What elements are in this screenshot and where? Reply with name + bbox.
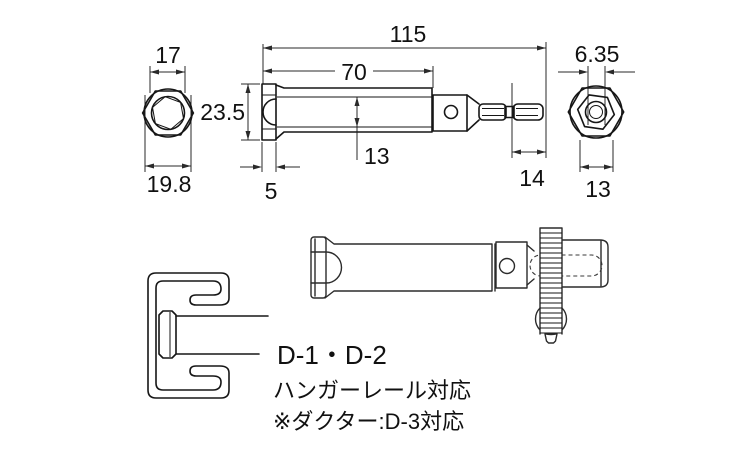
side-extension-lines	[241, 42, 547, 172]
dim-label-shank-hex: 6.35	[575, 41, 620, 67]
dim-label-lip: 5	[265, 178, 278, 204]
bit-end-inner-hex	[576, 94, 616, 130]
caption-hanger-rail: ハンガーレール対応	[273, 378, 471, 403]
arrowhead	[424, 68, 433, 74]
bit-end-bore-circle	[589, 105, 603, 119]
front-left-extension-lines	[144, 66, 192, 172]
t-bolt-shaft-lines	[175, 315, 269, 355]
persp-shank-block	[561, 239, 609, 288]
socket-chamfer-circle	[150, 95, 186, 131]
caption-ducter-note: ※ダクター:D-3対応	[273, 409, 464, 434]
persp-body	[324, 236, 496, 299]
dim-label-socket-13: 13	[585, 176, 611, 202]
dim-label-head-dia: 23.5	[200, 99, 245, 125]
arrowhead	[605, 69, 614, 75]
hex-shank-facets	[482, 108, 504, 116]
arrowhead	[145, 163, 154, 169]
dim-label-body-length: 70	[341, 59, 367, 85]
tool-body-bore-lines	[277, 96, 432, 128]
dim-label-bit-tip: 14	[519, 165, 545, 191]
bit-end-outer-circle	[569, 85, 623, 139]
front-view-left: 17 19.8	[141, 42, 195, 197]
tool-body-side	[275, 84, 433, 140]
dim-label-bore: 13	[364, 143, 390, 169]
bit-end-outer-hex	[567, 87, 625, 137]
arrowhead	[253, 164, 262, 170]
dim-label-overall-length: 115	[390, 21, 427, 47]
arrowhead	[512, 149, 521, 155]
socket-dome-arc	[262, 98, 277, 126]
hanger-rail-profile	[147, 272, 230, 399]
caption: D-1・D-2 ハンガーレール対応 ※ダクター:D-3対応	[273, 340, 471, 434]
socket-head-chamfer-lines	[262, 94, 276, 130]
arrowhead	[182, 163, 191, 169]
dim-label-outer-dia: 19.8	[147, 171, 192, 197]
socket-outer-circle	[143, 88, 193, 138]
arrowhead	[263, 68, 272, 74]
persp-rod-threads	[540, 232, 562, 334]
detent-hole	[443, 104, 459, 120]
persp-head-detail	[310, 238, 327, 297]
socket-outer-hex	[141, 90, 195, 136]
hex-shank-tip-facets	[516, 108, 538, 116]
socket-inner-hex	[151, 96, 185, 130]
shank-taper	[466, 94, 480, 132]
persp-detent-hole	[498, 257, 516, 275]
arrowhead	[537, 45, 546, 51]
persp-threaded-rod	[539, 227, 563, 335]
hex-shank-segment	[478, 103, 507, 121]
perspective-view	[310, 227, 609, 344]
socket-head-side	[261, 83, 277, 141]
arrowhead	[354, 118, 360, 127]
persp-taper	[526, 244, 535, 286]
hex-shank-tip	[512, 103, 544, 121]
persp-dome-arc	[325, 251, 343, 284]
t-bolt-head	[158, 310, 177, 359]
arrowhead	[276, 164, 285, 170]
shank-groove	[504, 105, 515, 119]
arrowhead	[579, 69, 588, 75]
side-view: 115 70 23.5 13 5 14	[200, 21, 547, 204]
arrowhead	[537, 149, 546, 155]
arrowhead	[604, 164, 613, 170]
persp-square-drive	[495, 241, 528, 289]
square-drive-side	[432, 94, 468, 132]
bit-end-chamfer-circle	[584, 100, 608, 124]
dim-label-hex-flats: 17	[155, 42, 181, 68]
rail-cross-section	[147, 272, 269, 399]
arrowhead	[150, 69, 159, 75]
arrowhead	[176, 69, 185, 75]
arrowhead	[354, 97, 360, 106]
arrowhead	[263, 45, 272, 51]
front-right-extension-lines	[579, 66, 614, 172]
front-view-right: 6.35 13	[558, 41, 635, 202]
arrowhead	[245, 84, 251, 93]
persp-rod-tip	[544, 333, 558, 344]
arrowhead	[245, 131, 251, 140]
persp-head	[310, 236, 327, 299]
caption-model-numbers: D-1・D-2	[277, 340, 387, 370]
arrowhead	[580, 164, 589, 170]
